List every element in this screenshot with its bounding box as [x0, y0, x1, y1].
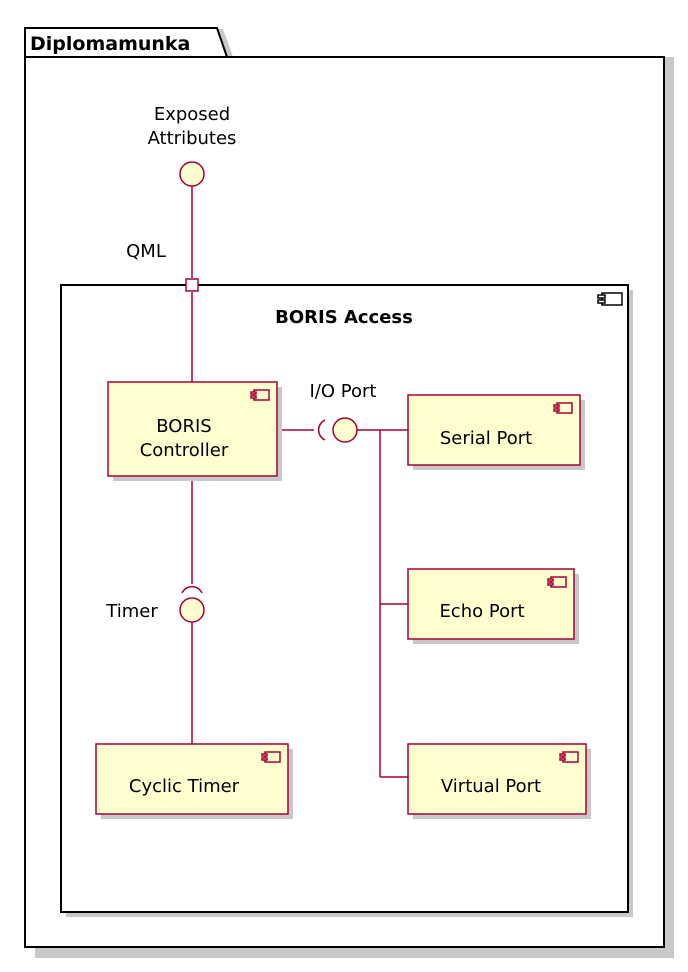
component-icon: [547, 576, 567, 588]
virtual-port-label: Virtual Port: [441, 776, 541, 797]
interfaces: Exposed Attributes QML I/O Port Timer: [105, 104, 377, 623]
package-title: Diplomamunka: [30, 33, 190, 55]
timer-socket: [181, 585, 203, 594]
ioport-socket: [317, 419, 326, 441]
exposed-attributes-label-2: Attributes: [148, 128, 237, 149]
io-port-label: I/O Port: [310, 381, 377, 402]
io-port-interface: [332, 417, 358, 443]
echo-port-label: Echo Port: [439, 601, 524, 622]
controller-box: [107, 381, 278, 477]
component-serial-port: Serial Port: [407, 394, 585, 470]
component-boris-controller: BORIS Controller: [107, 381, 282, 481]
timer-label: Timer: [105, 601, 158, 622]
virtual-box: [407, 743, 587, 815]
qml-port-label: QML: [126, 241, 166, 262]
timer-interface: [179, 597, 205, 623]
component-icon: [250, 389, 270, 401]
component-virtual-port: Virtual Port: [407, 743, 591, 819]
controller-label-1: BORIS: [156, 416, 211, 437]
component-cyclic-timer: Cyclic Timer: [95, 743, 293, 819]
cyclic-box: [95, 743, 289, 815]
qml-port: [185, 278, 199, 292]
component-icon: [597, 292, 623, 306]
component-icon: [261, 751, 281, 763]
connectors: [181, 186, 408, 778]
exposed-attributes-interface: [179, 161, 205, 187]
component-echo-port: Echo Port: [407, 568, 579, 644]
serial-box: [407, 394, 581, 466]
exposed-attributes-label-1: Exposed: [154, 104, 230, 125]
cyclic-timer-label: Cyclic Timer: [129, 776, 240, 797]
echo-box: [407, 568, 575, 640]
controller-label-2: Controller: [140, 440, 229, 461]
component-icon: [559, 751, 579, 763]
serial-port-label: Serial Port: [440, 428, 532, 449]
boris-access-title: BORIS Access: [275, 307, 413, 328]
component-icon: [553, 402, 573, 414]
